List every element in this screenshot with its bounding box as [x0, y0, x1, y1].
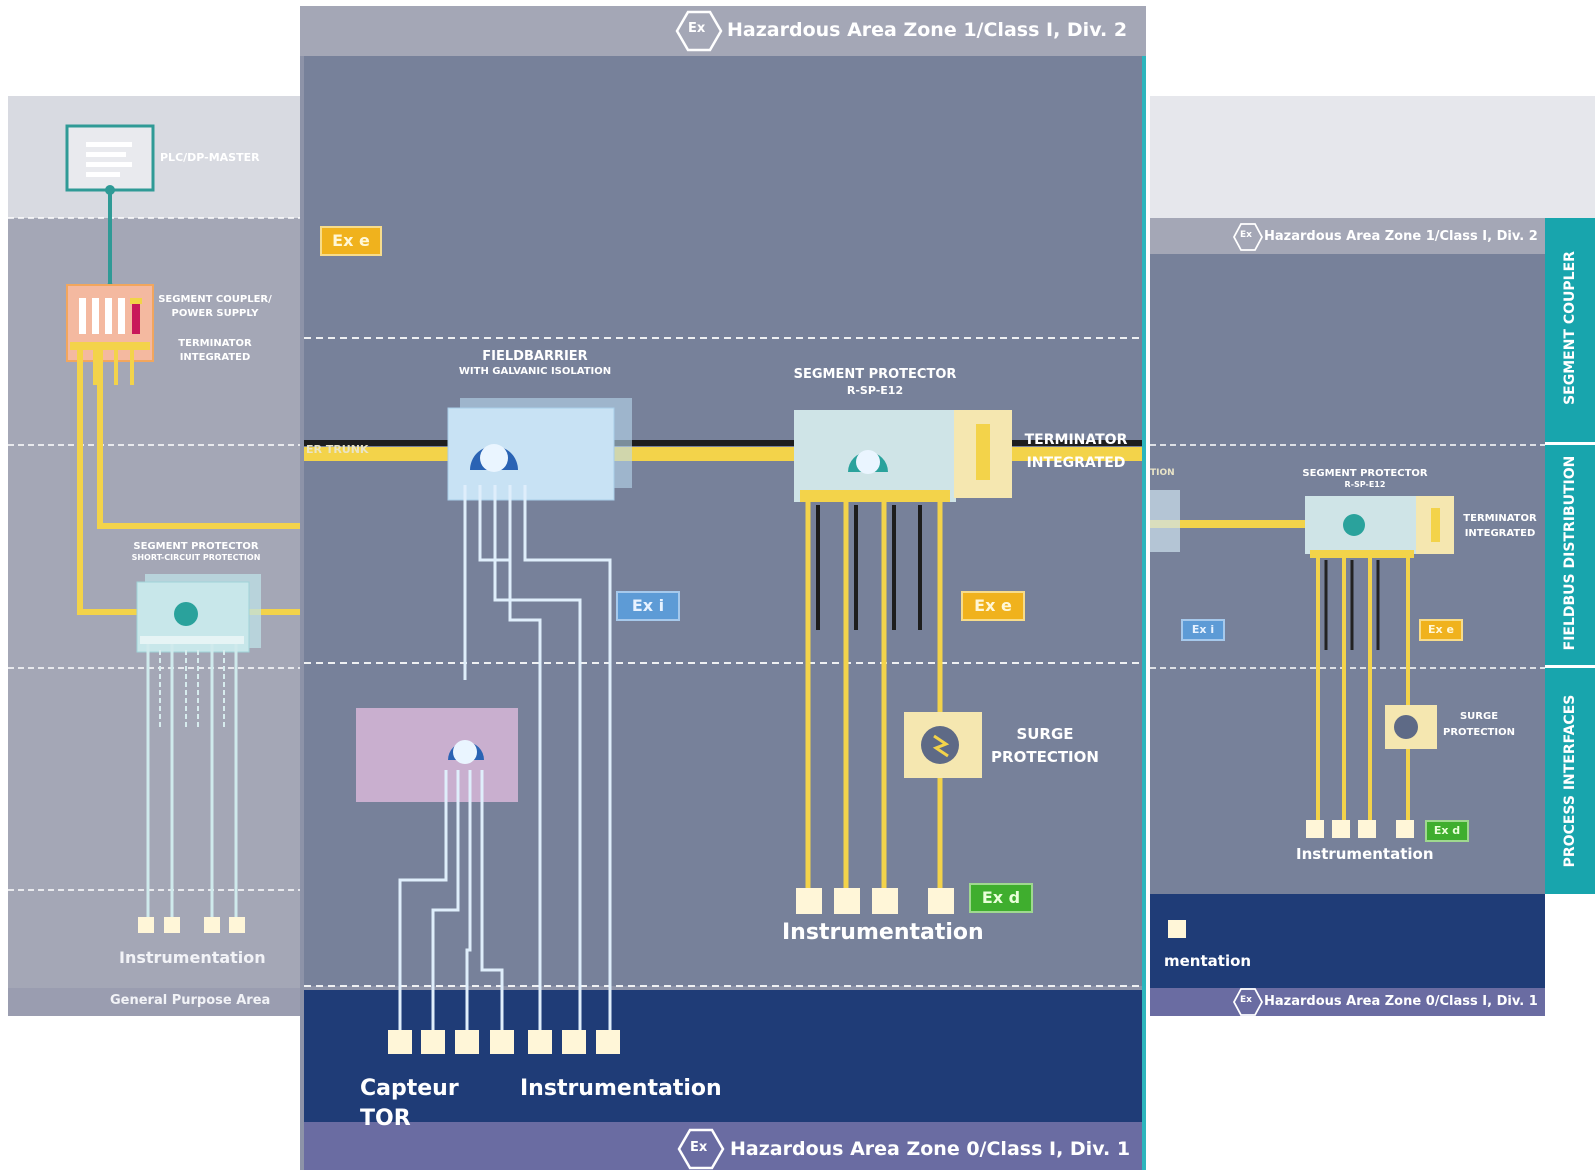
- badge-exd: Ex d: [969, 883, 1033, 913]
- capteur-label-1: Capteur: [360, 1076, 459, 1101]
- badge-exe-top: Ex e: [320, 226, 382, 256]
- trunk-label: ER TRUNK: [306, 443, 369, 456]
- ex-symbol-bottom: Ex: [690, 1140, 708, 1155]
- right-trunk-label: TION: [1150, 468, 1175, 478]
- ex-hexagon-icon-top: [675, 10, 723, 52]
- capteur-terminals: [388, 1030, 620, 1054]
- right-terminator-label-2: INTEGRATED: [1464, 528, 1536, 539]
- ex-symbol-right-top: Ex: [1240, 230, 1252, 240]
- right-zone1-label: Hazardous Area Zone 1/Class I, Div. 2: [1264, 229, 1538, 244]
- right-badge-exd: Ex d: [1425, 820, 1469, 842]
- ex-symbol-right-bottom: Ex: [1240, 995, 1252, 1005]
- right-badge-exi: Ex i: [1181, 619, 1225, 641]
- left-protector-label-1: SEGMENT PROTECTOR: [133, 541, 259, 552]
- fieldbarrier-label-1: FIELDBARRIER: [482, 349, 588, 364]
- fieldbarrier-label-2: WITH GALVANIC ISOLATION: [458, 366, 612, 377]
- right-instrumentation-bottom-label: mentation: [1164, 952, 1252, 970]
- left-instrumentation-label: Instrumentation: [119, 948, 266, 967]
- ex-hexagon-icon-bottom: [677, 1128, 725, 1170]
- center-zone1-label: Hazardous Area Zone 1/Class I, Div. 2: [727, 19, 1128, 41]
- left-protector-label-2: SHORT-CIRCUIT PROTECTION: [131, 553, 261, 562]
- instrumentation-terminals: [796, 888, 954, 914]
- center-zone1-header: [300, 6, 1146, 56]
- ex-hexagon-icon-right-top: [1232, 223, 1264, 251]
- right-instrumentation-label: Instrumentation: [1296, 845, 1434, 863]
- fieldbarrier-box: [447, 407, 615, 501]
- tab-segment-coupler-label[interactable]: SEGMENT COUPLER: [1562, 251, 1578, 405]
- left-instrument-terminals: [138, 917, 245, 933]
- protector-label-2: R-SP-E12: [846, 384, 904, 397]
- coupler-label-2: POWER SUPPLY: [171, 308, 259, 319]
- tab-segment-coupler[interactable]: [1545, 218, 1595, 442]
- badge-exi: Ex i: [616, 591, 680, 621]
- capteur-tor-box: [356, 708, 518, 802]
- surge-label-1: SURGE: [1016, 725, 1074, 743]
- surge-label-2: PROTECTION: [991, 748, 1099, 766]
- tab-fieldbus-distribution[interactable]: [1545, 445, 1595, 665]
- badge-exe: Ex e: [961, 591, 1025, 621]
- left-panel: [8, 96, 300, 1016]
- center-panel: [300, 6, 1264, 1170]
- capteur-label-2: TOR: [360, 1106, 411, 1131]
- center-zone0-label: Hazardous Area Zone 0/Class I, Div. 1: [730, 1138, 1131, 1160]
- instrumentation-label: Instrumentation: [782, 920, 984, 945]
- left-terminator-label-2: INTEGRATED: [179, 352, 251, 363]
- terminator-label-2: INTEGRATED: [1026, 455, 1126, 471]
- right-terminator-label-1: TERMINATOR: [1463, 513, 1537, 524]
- coupler-label-1: SEGMENT COUPLER/: [158, 294, 272, 305]
- terminator-label-1: TERMINATOR: [1024, 432, 1128, 448]
- right-surge-label-2: PROTECTION: [1443, 727, 1515, 738]
- tab-process-interfaces[interactable]: [1545, 668, 1595, 894]
- plc-label: PLC/DP-MASTER: [160, 151, 260, 164]
- general-purpose-area-label: General Purpose Area: [110, 993, 271, 1008]
- right-zone0-label: Hazardous Area Zone 0/Class I, Div. 1: [1264, 994, 1538, 1009]
- left-general-purpose-band: [8, 988, 300, 1016]
- left-terminator-label-1: TERMINATOR: [178, 338, 252, 349]
- right-panel: [1150, 96, 1595, 1016]
- ex-symbol-top: Ex: [688, 21, 706, 36]
- center-zone0-band: [304, 990, 1142, 1122]
- tab-fieldbus-distribution-label[interactable]: FIELDBUS DISTRIBUTION: [1562, 455, 1578, 651]
- instrumentation-bottom-label: Instrumentation: [520, 1076, 722, 1101]
- tab-process-interfaces-label[interactable]: PROCESS INTERFACES: [1562, 694, 1578, 868]
- right-instrument-terminals: [1168, 820, 1414, 938]
- right-surge-label-1: SURGE: [1459, 711, 1499, 722]
- right-badge-exe: Ex e: [1419, 619, 1463, 641]
- plc-box: [65, 124, 155, 192]
- protector-label-1: SEGMENT PROTECTOR: [793, 367, 957, 382]
- ex-hexagon-icon-right-bottom: [1232, 988, 1264, 1016]
- right-protector-label-1: SEGMENT PROTECTOR: [1302, 468, 1428, 479]
- right-protector-label-2: R-SP-E12: [1344, 480, 1386, 489]
